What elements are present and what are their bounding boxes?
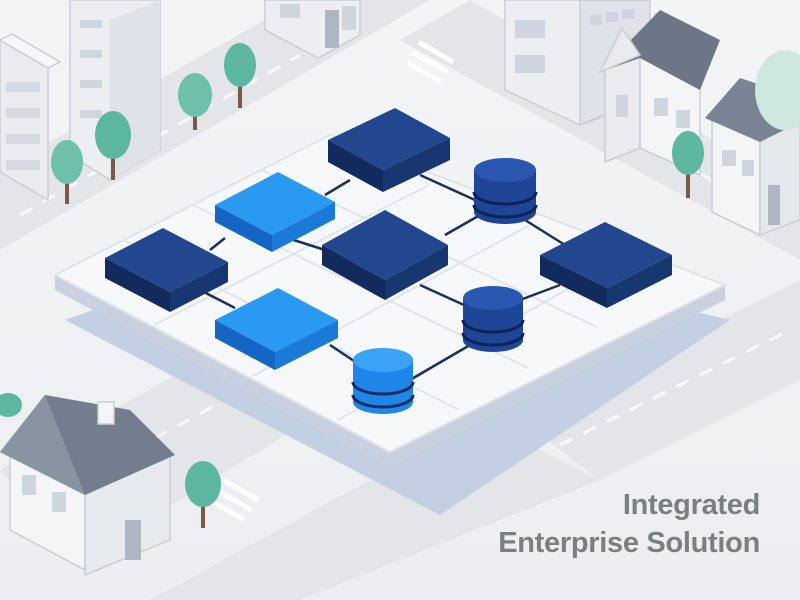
house-icon — [598, 10, 720, 177]
tree-icon — [51, 140, 83, 204]
tree-icon — [95, 111, 131, 180]
server-block-icon — [215, 172, 335, 252]
tree-icon — [672, 131, 704, 198]
office-building-icon — [264, 0, 361, 59]
house-icon — [0, 395, 175, 577]
office-building-icon — [0, 33, 62, 202]
server-block-icon — [105, 228, 228, 312]
tree-icon — [755, 50, 800, 130]
tree-icon — [224, 43, 256, 108]
tree-icon — [0, 393, 22, 417]
database-cylinder-icon — [351, 348, 415, 414]
caption: Integrated Enterprise Solution — [498, 486, 760, 562]
database-cylinder-icon — [461, 286, 525, 352]
caption-line-1: Integrated — [622, 489, 760, 521]
server-block-icon — [540, 222, 672, 308]
tree-icon — [178, 73, 212, 130]
server-block-icon — [328, 108, 450, 192]
tree-icon — [185, 461, 221, 528]
caption-line-2: Enterprise Solution — [498, 527, 760, 559]
server-block-icon — [322, 210, 448, 300]
server-block-icon — [215, 288, 338, 370]
database-cylinder-icon — [472, 158, 538, 224]
